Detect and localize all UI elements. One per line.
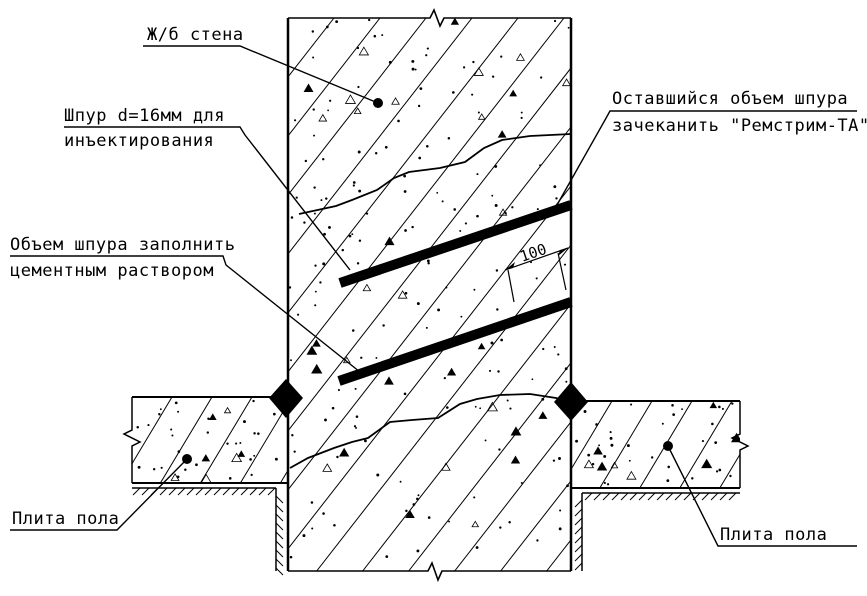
label-fill-line1: Объем шпура заполнить [10, 235, 235, 255]
concrete-wall [286, 8, 573, 583]
label-floor-slab-left: Плита пола [12, 509, 119, 529]
leader-lines [10, 45, 857, 547]
soil-right [574, 492, 740, 571]
label-fill-line2: цементным раствором [10, 261, 214, 281]
spacing-dimension: 100 [504, 240, 569, 303]
floor-slab-right [571, 400, 750, 489]
label-drill-hole-line2: инъектирования [64, 131, 214, 151]
joint-seal-right [554, 382, 588, 421]
label-wall: Ж/б стена [147, 25, 244, 45]
label-remaining-line1: Оставшийся объем шпура [612, 89, 848, 109]
spacing-dimension-text: 100 [517, 240, 548, 266]
wall-aggregate [288, 18, 571, 559]
label-drill-hole-line1: Шпур d=16мм для [64, 106, 225, 126]
drill-hole-upper [338, 200, 573, 288]
soil-left [132, 487, 284, 576]
drill-holes [337, 200, 573, 386]
label-remaining-line2: зачеканить "Ремстрим-ТА" [612, 116, 867, 136]
joint-seal-left [269, 379, 303, 418]
injection-zone-boundaries [289, 133, 572, 469]
drill-hole-lower [337, 297, 573, 386]
label-floor-slab-right: Плита пола [720, 525, 827, 545]
wall-hatch [288, 18, 571, 571]
floor-slab-left [122, 396, 288, 484]
annotations: Ж/б стена Шпур d=16мм для инъектирования… [10, 25, 867, 545]
